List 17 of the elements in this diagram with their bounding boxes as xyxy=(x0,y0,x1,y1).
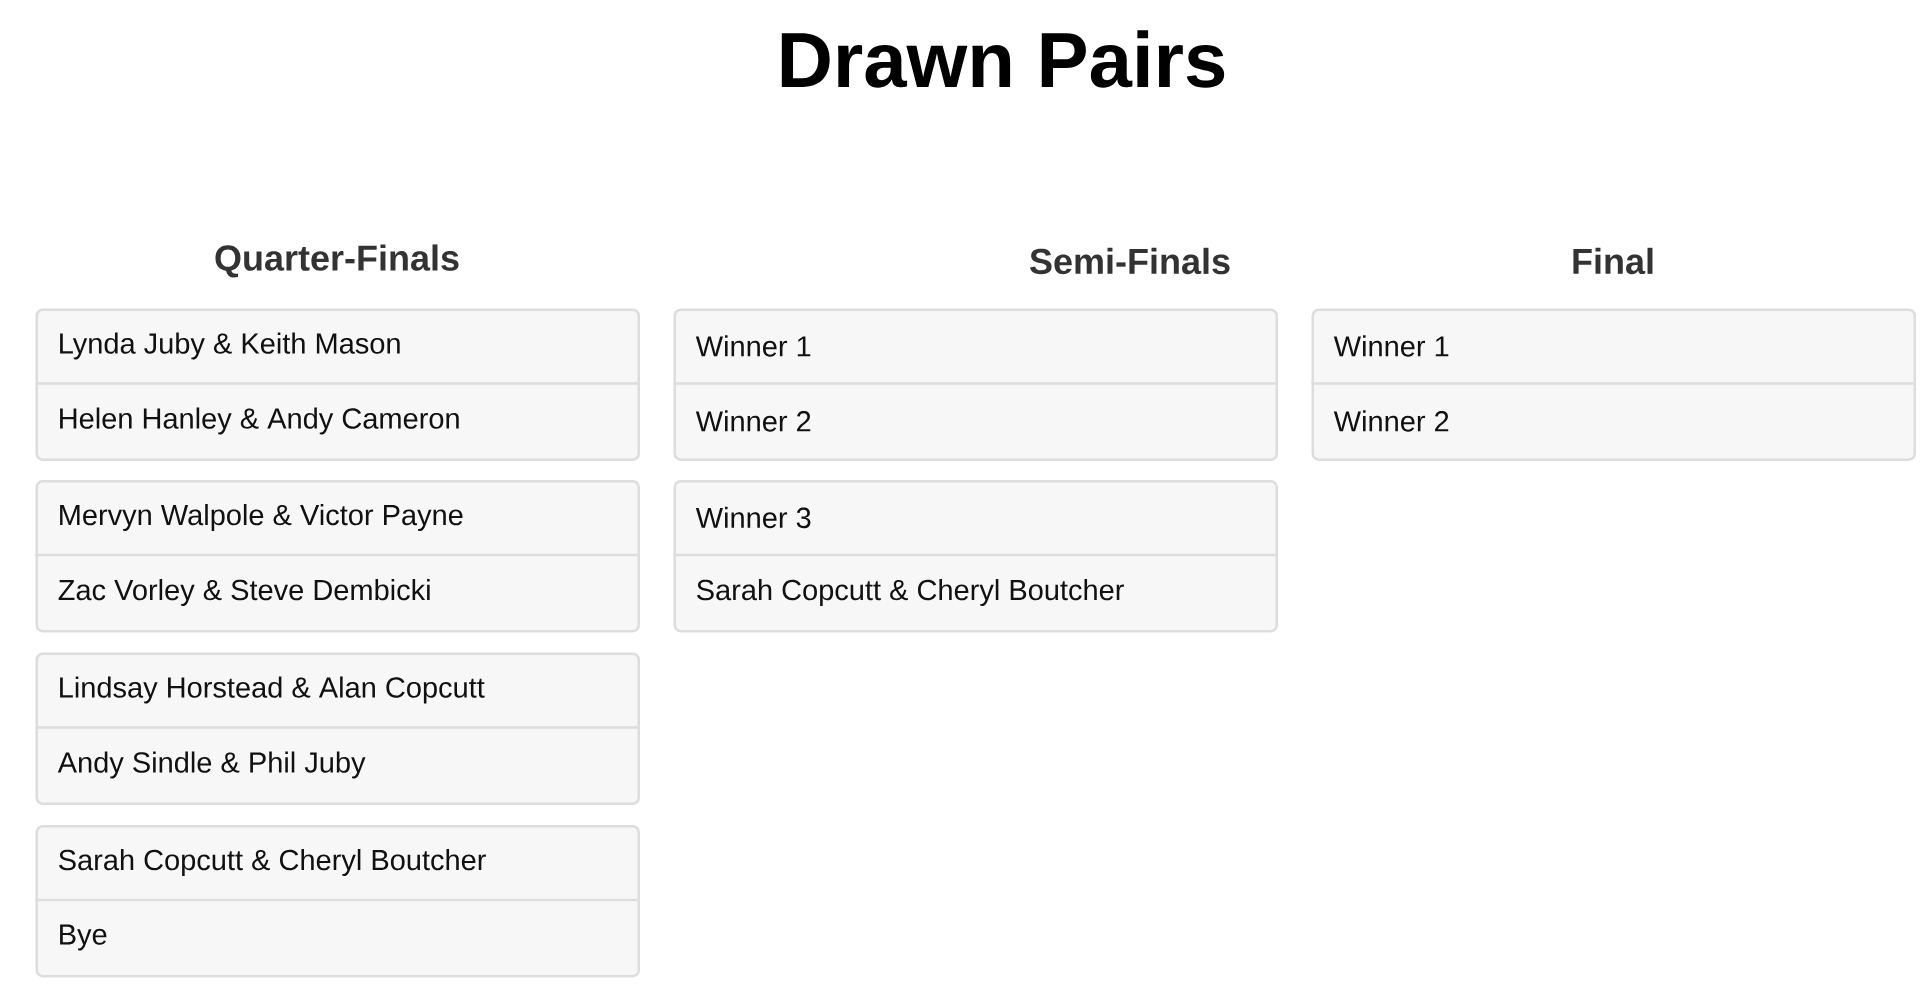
team-name: Bye xyxy=(60,924,107,951)
team-name: Mervyn Walpole & Victor Payne xyxy=(60,504,463,531)
title: Drawn Pairs xyxy=(781,30,1225,88)
team-name: Zac Vorley & Steve Dembicki xyxy=(58,579,430,606)
team-name: Sarah Copcutt & Cheryl Boutcher xyxy=(59,849,486,876)
team-name: Andy Sindle & Phil Juby xyxy=(57,751,366,779)
team-name: Winner 1 xyxy=(695,335,811,357)
column-heading: Semi-Finals xyxy=(1030,247,1230,275)
team-name: Winner 2 xyxy=(1333,410,1449,432)
team-name: Lynda Juby & Keith Mason xyxy=(60,332,400,360)
team-name: Helen Hanley & Andy Cameron xyxy=(60,407,459,435)
team-name: Winner 3 xyxy=(695,506,811,529)
team-name: Sarah Copcutt & Cheryl Boutcher xyxy=(697,579,1124,606)
team-name: Winner 1 xyxy=(1333,335,1449,357)
team-name: Winner 2 xyxy=(695,410,811,432)
team-name: Lindsay Horstead & Alan Copcutt xyxy=(60,676,485,704)
column-heading: Final xyxy=(1573,247,1653,275)
